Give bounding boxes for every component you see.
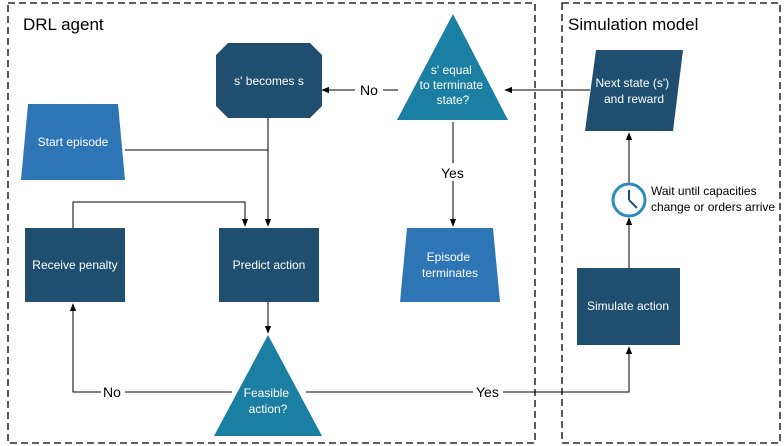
next-state-label: Next state (s') and reward (596, 76, 673, 106)
edge-label-yes-terminal: Yes (441, 165, 464, 181)
edge-label-yes-feasible: Yes (476, 384, 499, 400)
predict-action-label: Predict action (233, 258, 306, 272)
edge-penalty-to-predict (72, 201, 249, 228)
simulation-model-panel (561, 2, 781, 444)
edge-feasible-yes-to-simulate (306, 346, 633, 393)
simulate-action-label: Simulate action (587, 299, 669, 313)
s-becomes-s-label: s' becomes s (234, 74, 304, 88)
s-becomes-s-node (216, 43, 322, 118)
edge-feasible-no-to-penalty (69, 303, 232, 393)
predict-action-node (219, 228, 319, 302)
simulate-action-node (577, 268, 680, 345)
start-episode-node (21, 104, 125, 180)
edge-label-no-feasible: No (103, 384, 121, 400)
feasible-action-label: Feasible action? (244, 386, 293, 416)
terminal-check-node (397, 14, 508, 120)
edge-label-no-terminal: No (360, 82, 378, 98)
next-state-node (585, 50, 683, 131)
episode-terminates-node (400, 228, 500, 302)
receive-penalty-label: Receive penalty (32, 258, 117, 272)
edge-start-to-junction (125, 149, 272, 227)
episode-terminates-label: Episode terminates (422, 250, 478, 280)
clock-icon (611, 182, 647, 218)
feasible-action-node (214, 335, 322, 436)
drl-agent-title: DRL agent (23, 15, 104, 34)
simulation-model-title: Simulation model (568, 15, 698, 34)
receive-penalty-node (25, 228, 125, 302)
terminal-check-label: s' equal to terminate state? (420, 63, 487, 107)
start-episode-label: Start episode (38, 135, 109, 149)
wait-note: Wait until capacities change or orders a… (651, 184, 775, 214)
